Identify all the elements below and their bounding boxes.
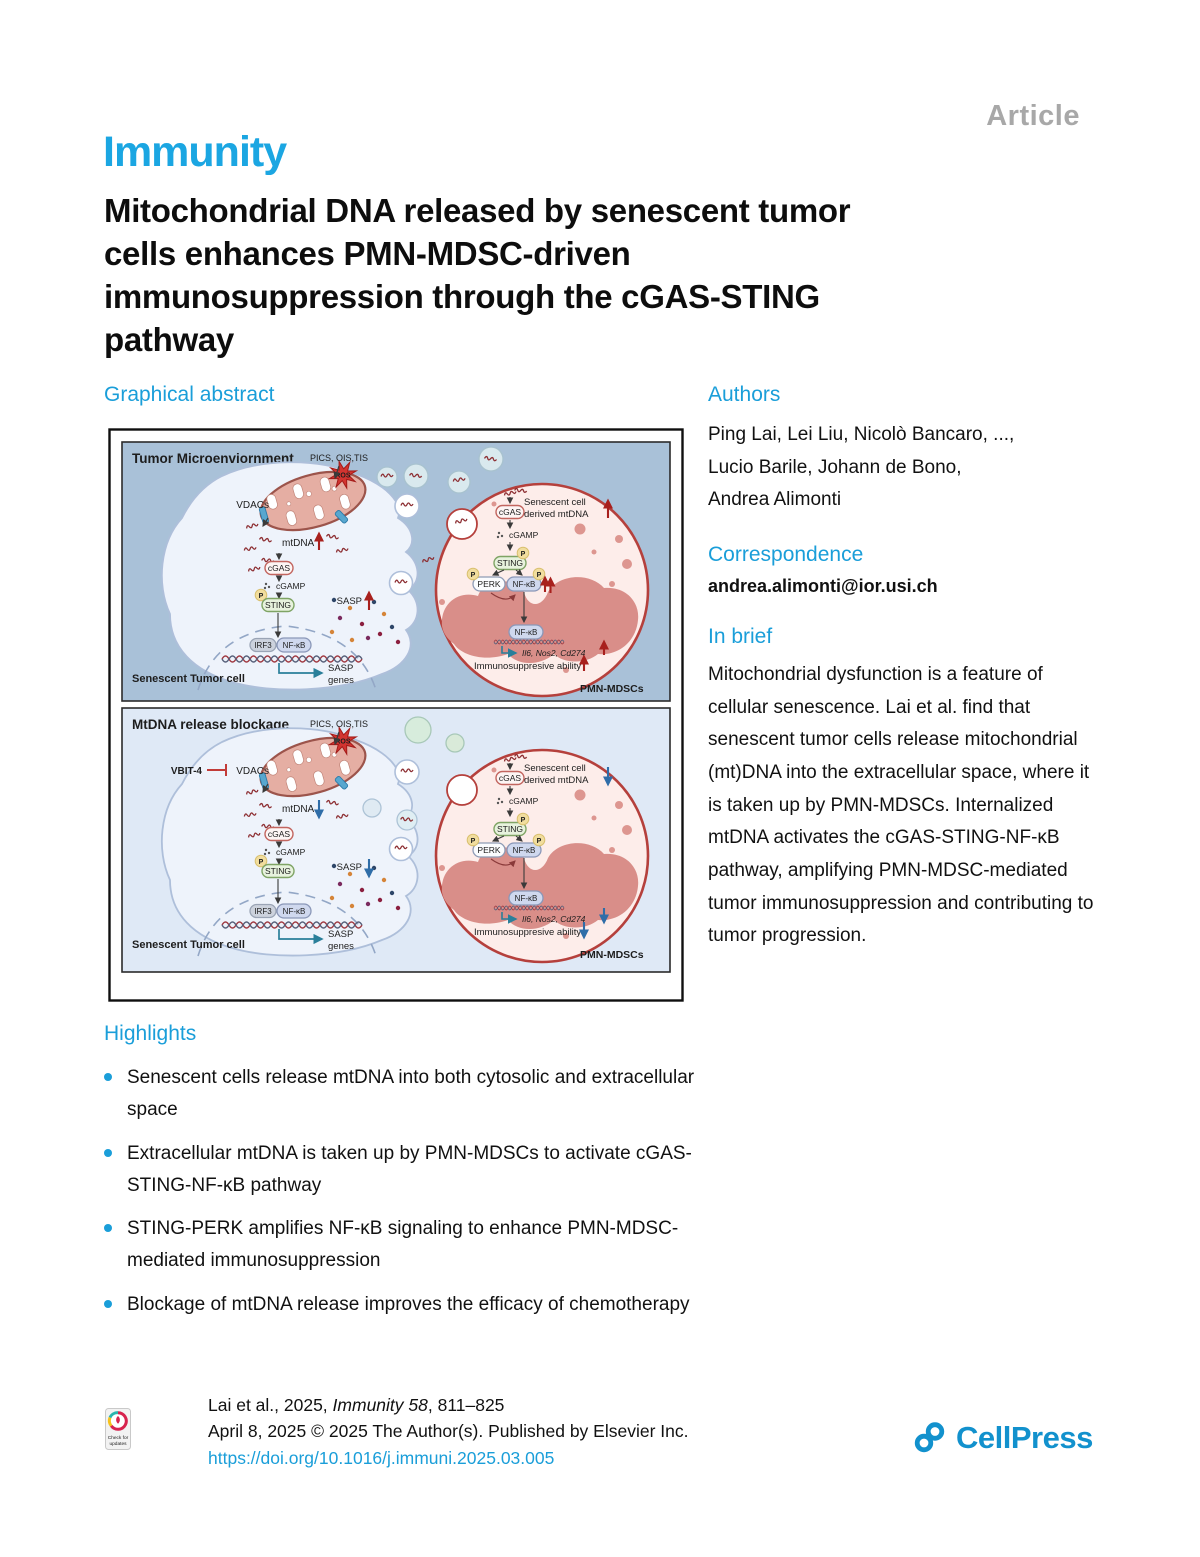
highlight-text: Senescent cells release mtDNA into both … xyxy=(127,1067,695,1121)
highlight-item: Senescent cells release mtDNA into both … xyxy=(104,1062,722,1127)
highlights-section: Highlights Senescent cells release mtDNA… xyxy=(104,1022,722,1332)
authors-list: Ping Lai, Lei Liu, Nicolò Bancaro, ..., … xyxy=(708,419,1103,517)
bullet-icon xyxy=(104,1224,112,1233)
highlight-item: STING-PERK amplifies NF-κB signaling to … xyxy=(104,1213,722,1278)
bullet-icon xyxy=(104,1073,112,1081)
journal-volume: Immunity 58 xyxy=(332,1395,428,1415)
extracellular-vesicles xyxy=(376,446,504,564)
highlight-text: Blockage of mtDNA release improves the e… xyxy=(127,1293,690,1315)
cellpress-wordmark: CellPress xyxy=(956,1420,1093,1455)
svg-text:Check for: Check for xyxy=(108,1435,129,1441)
figure-svg: P cGAS STING PERK NF-κB IRF3 xyxy=(108,428,684,1002)
vbit4-label: VBIT-4 xyxy=(171,766,203,777)
svg-text:updates: updates xyxy=(109,1441,127,1447)
citation-block: Lai et al., 2025, Immunity 58, 811–825 A… xyxy=(208,1392,768,1471)
title-line: Mitochondrial DNA released by senescent … xyxy=(104,192,851,229)
check-updates-badge[interactable]: Check for updates xyxy=(105,1408,131,1455)
highlights-heading: Highlights xyxy=(104,1022,197,1045)
citation-line: Lai et al., 2025, Immunity 58, 811–825 xyxy=(208,1395,505,1415)
correspondence-heading: Correspondence xyxy=(708,543,864,567)
up-arrows xyxy=(313,498,614,671)
panel-top: Tumor Microenviornment xyxy=(121,441,671,702)
extracellular-vesicles xyxy=(362,716,465,831)
highlight-item: Extracellular mtDNA is taken up by PMN-M… xyxy=(104,1138,722,1203)
author-line: Andrea Alimonti xyxy=(708,489,842,511)
panel-title: Tumor Microenviornment xyxy=(132,451,294,466)
correspondence-email-link[interactable]: andrea.alimonti@ior.usi.ch xyxy=(708,576,938,597)
down-arrows xyxy=(313,767,614,940)
title-line: pathway xyxy=(104,320,234,358)
publisher-line: April 8, 2025 © 2025 The Author(s). Publ… xyxy=(208,1421,689,1442)
highlight-text: STING-PERK amplifies NF-κB signaling to … xyxy=(127,1218,679,1272)
graphical-abstract-figure: P cGAS STING PERK NF-κB IRF3 xyxy=(108,428,684,1002)
author-line: Ping Lai, Lei Liu, Nicolò Bancaro, ..., xyxy=(708,424,1015,445)
title-line: cells enhances PMN-MDSC-driven xyxy=(104,234,631,272)
authors-heading: Authors xyxy=(708,383,781,406)
cellpress-logo: CellPress xyxy=(912,1420,1093,1456)
doi-link[interactable]: https://doi.org/10.1016/j.immuni.2025.03… xyxy=(208,1447,555,1468)
highlight-item: Blockage of mtDNA release improves the e… xyxy=(104,1289,722,1321)
bullet-icon xyxy=(104,1148,112,1157)
inhibition-icon xyxy=(207,764,227,776)
in-brief-text: Mitochondrial dysfunction is a feature o… xyxy=(708,664,1094,947)
highlight-text: Extracellular mtDNA is taken up by PMN-M… xyxy=(127,1142,692,1196)
title-line: immunosuppression through the cGAS-STING xyxy=(104,277,820,315)
bullet-icon xyxy=(104,1299,112,1308)
panel-bottom: MtDNA release blockage VBIT-4 xyxy=(121,707,671,973)
journal-logo: Immunity xyxy=(103,128,287,176)
check-updates-icon: Check for updates xyxy=(105,1408,131,1450)
graphical-abstract-heading: Graphical abstract xyxy=(104,383,275,406)
in-brief-heading: In brief xyxy=(708,625,773,649)
right-column: Authors Ping Lai, Lei Liu, Nicolò Bancar… xyxy=(708,383,1103,953)
cellpress-mark-icon xyxy=(914,1422,945,1453)
paper-title: Mitochondrial DNA released by senescent … xyxy=(104,190,1054,362)
article-type-label: Article xyxy=(986,100,1080,132)
panel-title: MtDNA release blockage xyxy=(132,717,290,732)
author-line: Lucio Barile, Johann de Bono, xyxy=(708,456,962,478)
vbit4-inhibitor: VBIT-4 xyxy=(171,764,227,777)
